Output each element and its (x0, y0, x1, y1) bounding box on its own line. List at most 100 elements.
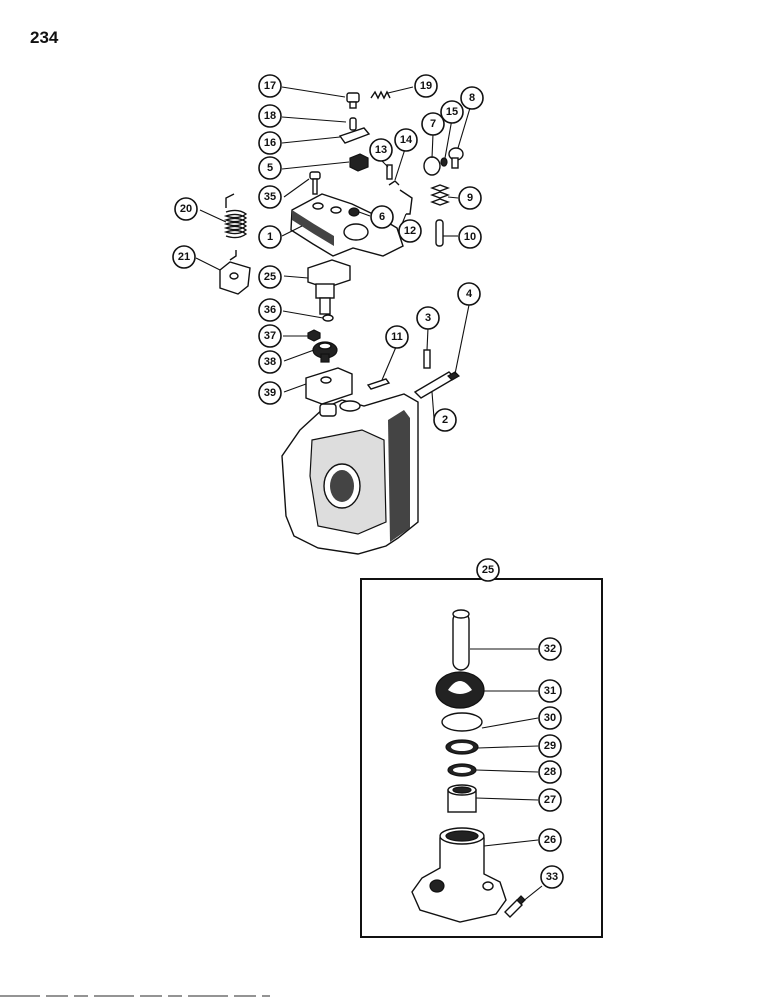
inset-part-28-ring (447, 763, 477, 777)
callout-30: 30 (538, 706, 562, 730)
svg-text:21: 21 (178, 251, 190, 263)
svg-text:10: 10 (464, 231, 476, 243)
callout-2: 2 (433, 408, 457, 432)
callout-5: 5 (258, 156, 282, 180)
part-20-spring (223, 193, 248, 261)
svg-text:11: 11 (391, 331, 403, 343)
svg-text:6: 6 (379, 211, 385, 223)
part-19-spring (370, 90, 391, 100)
callout-35: 35 (258, 185, 282, 209)
part-18-pin (349, 117, 357, 131)
part-39-plate (305, 367, 353, 405)
svg-text:37: 37 (264, 330, 276, 342)
callout-38: 38 (258, 350, 282, 374)
inset-part-29-ring (445, 739, 479, 755)
part-17-bolt (346, 92, 360, 109)
callout-32: 32 (538, 637, 562, 661)
callout-19: 19 (414, 74, 438, 98)
callout-28: 28 (538, 760, 562, 784)
svg-text:12: 12 (404, 225, 416, 237)
svg-text:8: 8 (469, 92, 475, 104)
inset-part-32-pin (452, 609, 470, 671)
part-37-nut (307, 329, 321, 342)
svg-text:27: 27 (544, 794, 556, 806)
part-10-plunger (435, 219, 444, 247)
part-15-ball (440, 157, 448, 167)
svg-text:20: 20 (180, 203, 192, 215)
part-12-rod (399, 189, 413, 215)
svg-text:30: 30 (544, 712, 556, 724)
svg-text:1: 1 (267, 231, 273, 243)
svg-text:13: 13 (375, 144, 387, 156)
callout-17: 17 (258, 74, 282, 98)
callout-6: 6 (370, 205, 394, 229)
callout-9: 9 (458, 186, 482, 210)
svg-text:32: 32 (544, 643, 556, 655)
callout-36: 36 (258, 298, 282, 322)
page-number: 234 (30, 28, 59, 47)
part-7-washer (423, 156, 441, 176)
callout-8: 8 (460, 86, 484, 110)
part-25-valve (307, 259, 351, 315)
callout-10: 10 (458, 225, 482, 249)
svg-text:2: 2 (442, 414, 448, 426)
inset-part-30-snap-ring (441, 712, 483, 732)
svg-text:33: 33 (546, 871, 558, 883)
part-36-washer (322, 314, 334, 322)
part-21-bracket (219, 261, 251, 295)
part-5-nut (349, 153, 369, 172)
callout-4: 4 (457, 282, 481, 306)
callout-25-inset: 25 (476, 558, 500, 582)
callout-3: 3 (416, 306, 440, 330)
svg-text:38: 38 (264, 356, 276, 368)
callout-13: 13 (369, 138, 393, 162)
part-6-snap-ring (348, 207, 360, 217)
callout-33: 33 (540, 865, 564, 889)
callout-16: 16 (258, 131, 282, 155)
callout-1: 1 (258, 225, 282, 249)
callout-12: 12 (398, 219, 422, 243)
callout-18: 18 (258, 104, 282, 128)
main-housing (281, 393, 419, 555)
svg-text:7: 7 (430, 118, 436, 130)
svg-text:25: 25 (264, 271, 276, 283)
part-13-pin (386, 164, 393, 180)
svg-text:26: 26 (544, 834, 556, 846)
inset-part-27-sleeve (447, 784, 477, 813)
part-11-roll-pin (366, 378, 391, 390)
inset-part-26-body (411, 827, 507, 923)
callout-21: 21 (172, 245, 196, 269)
callout-7: 7 (421, 112, 445, 136)
callout-31: 31 (538, 679, 562, 703)
svg-text:36: 36 (264, 304, 276, 316)
svg-text:31: 31 (544, 685, 556, 697)
callout-15: 15 (440, 100, 464, 124)
svg-text:25: 25 (482, 564, 494, 576)
inset-part-33-fitting (504, 895, 526, 918)
callout-20: 20 (174, 197, 198, 221)
part-illustrations (219, 90, 526, 923)
part-38-knob (312, 341, 338, 363)
svg-text:28: 28 (544, 766, 556, 778)
leader-lines (195, 86, 543, 903)
callout-37: 37 (258, 324, 282, 348)
callout-27: 27 (538, 788, 562, 812)
svg-text:9: 9 (467, 192, 473, 204)
svg-text:19: 19 (420, 80, 432, 92)
part-16-latch (338, 127, 371, 144)
svg-text:3: 3 (425, 312, 431, 324)
part-14-clip (388, 180, 400, 186)
svg-text:15: 15 (446, 106, 458, 118)
svg-text:17: 17 (264, 80, 276, 92)
svg-text:39: 39 (264, 387, 276, 399)
svg-text:16: 16 (264, 137, 276, 149)
svg-text:4: 4 (466, 288, 473, 300)
part-4-fitting (447, 371, 460, 381)
part-1-lever (290, 193, 404, 257)
svg-text:18: 18 (264, 110, 276, 122)
callout-14: 14 (394, 128, 418, 152)
part-9-spring (430, 184, 450, 206)
inset-part-31-cap (435, 671, 485, 709)
part-35-bolt (309, 171, 321, 195)
